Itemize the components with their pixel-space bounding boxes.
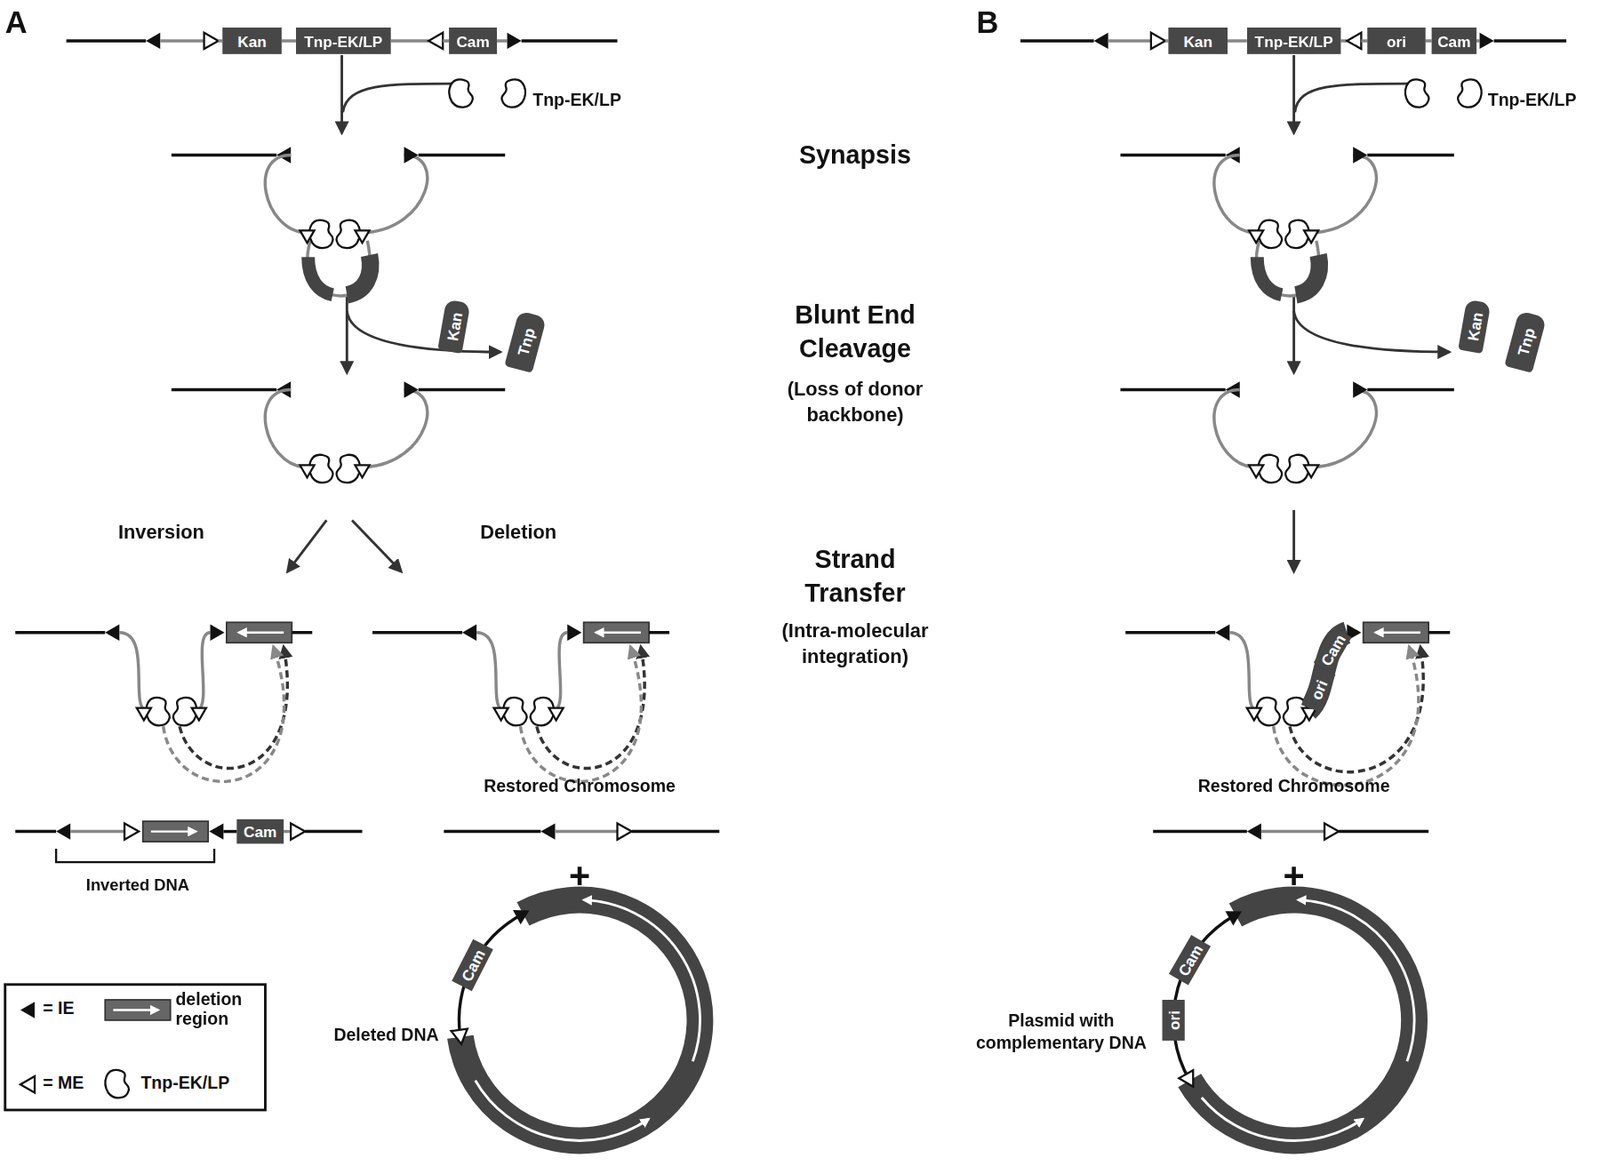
synapsis-complex-b <box>1120 146 1454 296</box>
figure-label: + <box>1263 852 1325 901</box>
gene-label: Tnp-EK/LP <box>304 32 383 48</box>
figure-label: Synapsis <box>743 137 968 171</box>
excised-fragment: Tnp <box>1504 310 1547 373</box>
figure-label: Restored Chromosome <box>1160 775 1426 798</box>
gene-box: ori <box>1367 27 1425 55</box>
excised-fragment: Tnp <box>504 310 547 373</box>
gene-label: Kan <box>1183 32 1213 48</box>
inversion-product <box>15 821 362 863</box>
gene-box: ori <box>1162 1000 1185 1041</box>
figure-label: Deletion <box>441 520 595 545</box>
figure-label: Strand Transfer <box>784 543 928 610</box>
figure-label: Deleted DNA <box>285 1024 439 1048</box>
excised-fragment: Kan <box>437 299 471 354</box>
gene-label: Cam <box>1317 632 1348 669</box>
restored-chromosome-b <box>1152 823 1429 840</box>
figure-label: (Loss of donor backbone) <box>768 377 942 429</box>
gene-label: Cam <box>457 946 487 984</box>
gene-label: ori <box>1166 1010 1182 1031</box>
gene-box: Cam <box>448 27 497 55</box>
donor-construct-b <box>1020 32 1567 49</box>
gene-label: Cam <box>456 32 489 48</box>
figure-label: A <box>5 1 47 42</box>
figure-label: B <box>976 1 1018 42</box>
gene-box: Cam <box>1168 935 1211 985</box>
gene-box: Kan <box>222 27 282 55</box>
excised-fragment: Kan <box>1457 299 1491 354</box>
gene-label: Kan <box>444 311 465 343</box>
legend-text: = IE <box>42 1000 104 1019</box>
donor-construct-a <box>66 32 618 49</box>
figure-label: Inversion <box>84 520 238 545</box>
cleaved-complex-b <box>1120 381 1454 483</box>
figure-label: Blunt End Cleavage <box>768 297 942 365</box>
gene-label: Cam <box>1175 942 1206 979</box>
gene-box: Cam <box>236 819 284 845</box>
restored-chromosome-a <box>443 823 720 840</box>
flow-arrows <box>288 55 1449 572</box>
gene-box: Cam <box>451 939 493 992</box>
cleaved-complex-a <box>171 381 505 483</box>
gene-label: ori <box>1307 678 1329 703</box>
figure-label: Restored Chromosome <box>447 775 712 798</box>
gene-box: Tnp-EK/LP <box>1247 27 1342 55</box>
legend-text: Tnp-EK/LP <box>140 1074 258 1094</box>
legend-box <box>5 984 266 1111</box>
plasmid-circle <box>1173 900 1415 1142</box>
gene-label: Tnp <box>1514 326 1537 358</box>
gene-box: Tnp-EK/LP <box>296 27 392 55</box>
legend-text: = ME <box>42 1074 104 1094</box>
strand-transfer-b <box>1125 622 1450 785</box>
figure-label: (Intra-molecular integration) <box>758 619 952 671</box>
figure-label: Plasmid with complementary DNA <box>959 1009 1164 1056</box>
gene-label: Tnp-EK/LP <box>1255 32 1334 48</box>
strand-transfer-deletion <box>372 622 670 782</box>
gene-box: Cam <box>1432 27 1478 55</box>
synapsis-complex-a <box>171 146 505 296</box>
deleted-dna-circle <box>451 900 701 1142</box>
figure-label: Inverted DNA <box>46 875 231 897</box>
gene-label: Cam <box>1437 32 1471 48</box>
legend-text: deletion region <box>175 991 257 1030</box>
gene-label: Kan <box>1464 311 1485 343</box>
figure-label: Tnp-EK/LP <box>532 89 656 112</box>
gene-label: Cam <box>243 824 277 840</box>
gene-label: Tnp <box>514 326 537 358</box>
strand-transfer-inversion <box>15 622 312 782</box>
gene-label: Kan <box>237 32 267 48</box>
gene-label: ori <box>1386 32 1407 48</box>
figure-label: Tnp-EK/LP <box>1488 89 1600 112</box>
figure-label: + <box>549 852 611 901</box>
gene-box: Kan <box>1168 27 1228 55</box>
